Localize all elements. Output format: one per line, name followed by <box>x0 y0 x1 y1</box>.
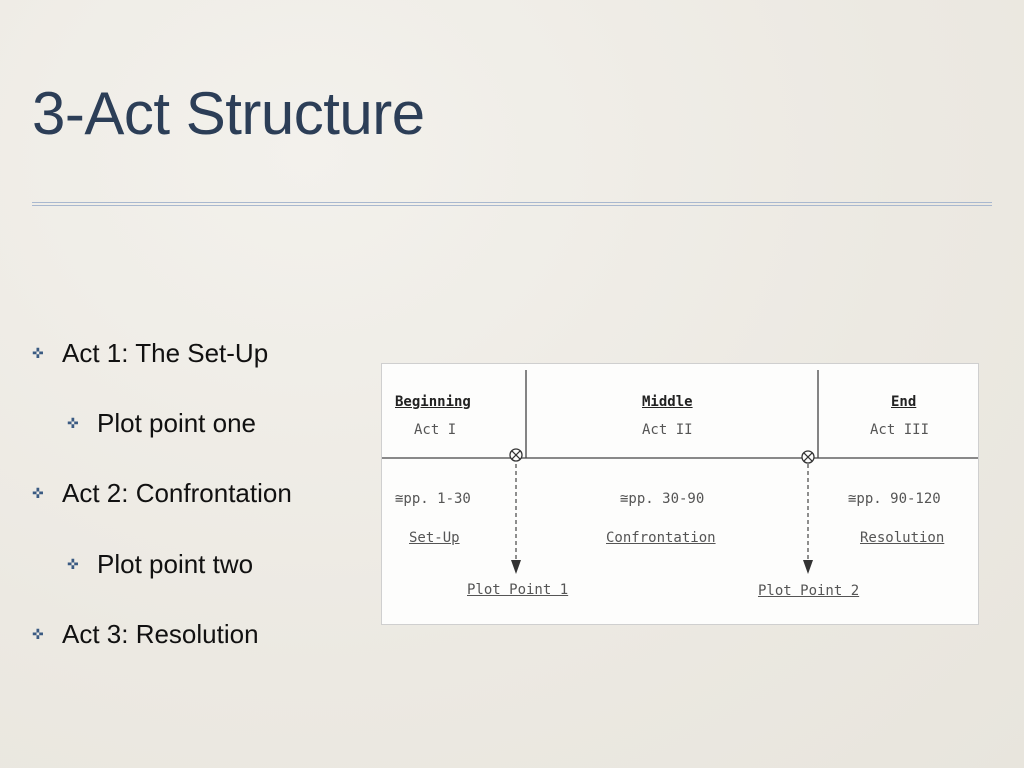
section-heading-beginning: Beginning <box>395 394 471 410</box>
page-range-2: ≅pp. 30-90 <box>620 491 705 507</box>
plot-point-2-label: Plot Point 2 <box>758 583 860 599</box>
plot-point-2-arrowhead <box>803 560 813 574</box>
plot-point-1-marker-icon <box>509 448 523 462</box>
bullet-item-act-3: ✜ Act 3: Resolution <box>32 619 259 650</box>
bullet-marker-icon: ✜ <box>67 556 79 573</box>
bullet-item-act-1: ✜ Act 1: The Set-Up <box>32 338 268 369</box>
plot-point-1-label: Plot Point 1 <box>467 582 569 598</box>
act-label-2: Act II <box>642 422 693 438</box>
section-heading-middle: Middle <box>642 394 693 410</box>
page-range-3: ≅pp. 90-120 <box>848 491 941 507</box>
bullet-marker-icon: ✜ <box>32 345 44 362</box>
section-label-confrontation: Confrontation <box>606 530 716 546</box>
section-label-set-up: Set-Up <box>409 530 460 546</box>
bullet-text: Act 2: Confrontation <box>62 478 292 508</box>
bullet-text: Plot point two <box>97 549 254 579</box>
act-label-3: Act III <box>870 422 930 438</box>
section-label-resolution: Resolution <box>860 530 945 546</box>
act-label-1: Act I <box>414 422 457 438</box>
plot-point-1-arrowhead <box>511 560 521 574</box>
slide-title: 3-Act Structure <box>32 80 425 147</box>
bullet-text: Plot point one <box>97 408 257 438</box>
bullet-text: Act 3: Resolution <box>62 619 259 649</box>
plot-point-2-marker-icon <box>801 450 815 464</box>
diagram-lines <box>382 370 978 574</box>
bullet-text: Act 1: The Set-Up <box>62 338 269 368</box>
title-divider-secondary <box>32 205 992 206</box>
bullet-item-plot-point-one: ✜ Plot point one <box>67 408 256 439</box>
section-heading-end: End <box>891 394 917 410</box>
page-range-1: ≅pp. 1-30 <box>395 491 471 507</box>
bullet-marker-icon: ✜ <box>67 415 79 432</box>
bullet-marker-icon: ✜ <box>32 626 44 643</box>
bullet-marker-icon: ✜ <box>32 485 44 502</box>
three-act-diagram: Beginning Middle End Act I Act II Act II… <box>381 363 979 625</box>
title-divider <box>32 202 992 203</box>
bullet-item-act-2: ✜ Act 2: Confrontation <box>32 478 292 509</box>
bullet-item-plot-point-two: ✜ Plot point two <box>67 549 253 580</box>
